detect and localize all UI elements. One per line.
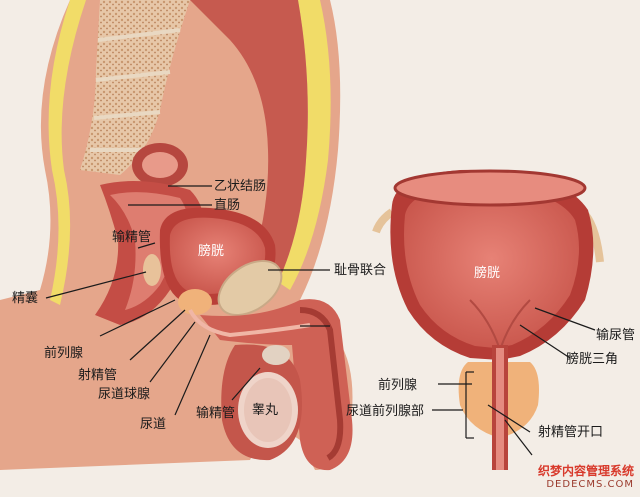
label-ejaculatory-duct: 射精管 <box>78 368 118 383</box>
back-edge <box>0 0 70 300</box>
label-prostatic-urethra: 尿道前列腺部 <box>346 404 425 419</box>
label-sigmoid-colon: 乙状结肠 <box>214 179 267 194</box>
fat-layer-back <box>48 0 86 305</box>
seminal-vesicle-shape <box>143 254 161 286</box>
label-prostate-left: 前列腺 <box>44 346 84 361</box>
leader-lines-right <box>432 307 596 456</box>
sigmoid-colon-shape <box>132 143 188 187</box>
label-ureter: 输尿管 <box>596 328 636 343</box>
label-urethra: 尿道 <box>140 417 167 432</box>
label-seminal-vesicle: 精囊 <box>12 291 39 306</box>
penis-shape <box>200 299 353 471</box>
label-bulbourethral-gland: 尿道球腺 <box>98 387 151 402</box>
spine <box>80 0 190 175</box>
prostate-left-shape <box>178 289 212 315</box>
pelvic-muscle <box>190 0 308 282</box>
label-vas-deferens-top: 输精管 <box>112 230 152 245</box>
bladder-rim <box>393 169 587 207</box>
label-bladder-left: 膀胱 <box>198 244 225 259</box>
label-vas-deferens-bottom: 输精管 <box>196 406 236 421</box>
urethra-path <box>188 309 311 338</box>
leader-lines-left <box>45 185 330 416</box>
watermark-domain: DEDECMS.COM <box>546 479 634 490</box>
label-rectum: 直肠 <box>214 198 241 213</box>
label-trigone: 膀胱三角 <box>566 352 619 367</box>
label-ejaculatory-opening: 射精管开口 <box>538 425 604 440</box>
watermark-text: 织梦内容管理系统 <box>537 464 634 478</box>
label-bladder-right: 膀胱 <box>474 266 501 281</box>
ureter-left <box>372 208 395 234</box>
fat-layer <box>278 0 331 290</box>
label-pubic-symphysis: 耻骨联合 <box>334 263 387 278</box>
label-prostate-right: 前列腺 <box>378 378 418 393</box>
label-testis: 睾丸 <box>252 403 279 418</box>
pubic-symphysis-shape <box>217 260 283 316</box>
